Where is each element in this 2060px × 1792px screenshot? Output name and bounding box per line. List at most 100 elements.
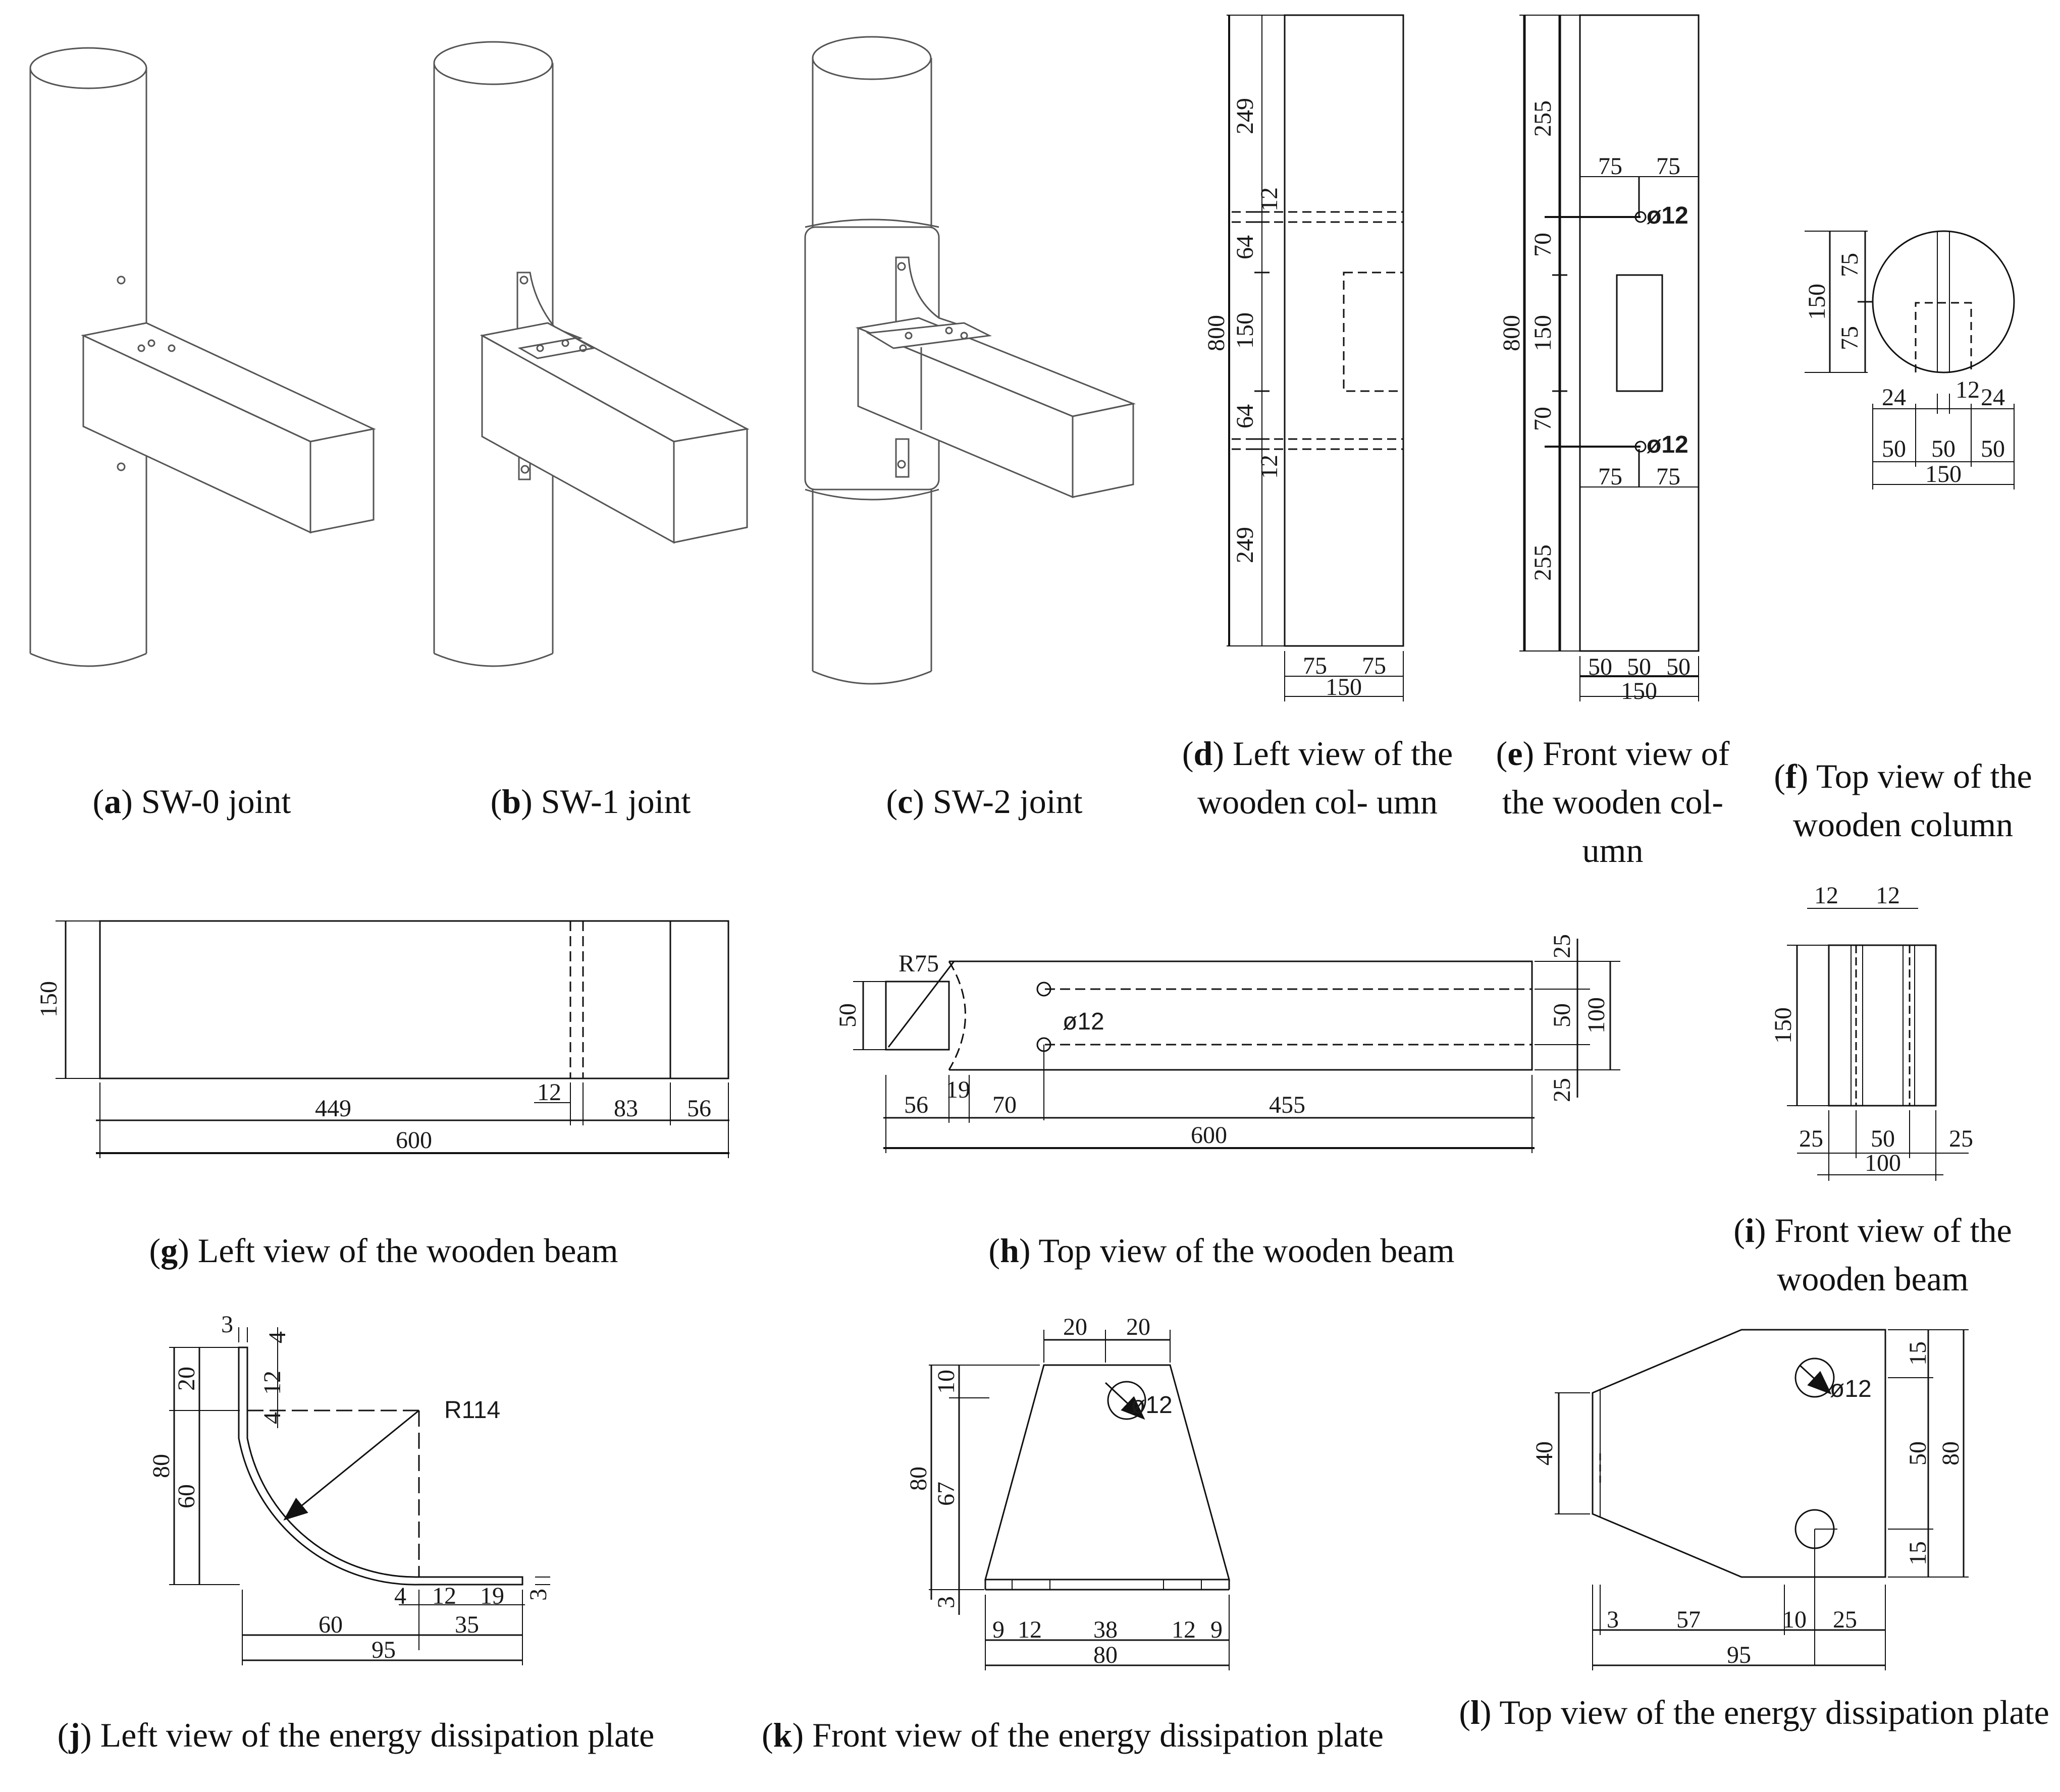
column-left-view xyxy=(1227,14,1404,701)
dim-50-a: 50 xyxy=(1588,654,1612,680)
dim-50: 50 xyxy=(1871,1125,1895,1152)
dim-9-left: 9 xyxy=(992,1616,1005,1643)
dim-19: 19 xyxy=(480,1583,504,1609)
beam-left-view xyxy=(56,920,729,1158)
dim-50: 50 xyxy=(834,1003,861,1027)
plate-front-dims: 20 20 10 ø12 80 67 3 9 12 38 12 9 80 xyxy=(905,1314,1223,1668)
dim-24-right: 24 xyxy=(1981,384,2005,411)
joint-sw1-drawing xyxy=(433,41,750,667)
dim-75-left: 75 xyxy=(1303,653,1327,679)
dim-dia-12: ø12 xyxy=(1063,1008,1104,1035)
dim-75-bottom: 75 xyxy=(1836,326,1863,350)
dim-3-right: 3 xyxy=(525,1589,552,1601)
caption-b: (b) SW-1 joint xyxy=(490,782,691,821)
dim-15-top: 15 xyxy=(1905,1341,1931,1366)
dim-150: 150 xyxy=(1232,312,1258,349)
dim-10: 10 xyxy=(1782,1606,1807,1633)
dim-9-right: 9 xyxy=(1210,1616,1223,1643)
dim-12: 12 xyxy=(1956,376,1980,403)
dim-100: 100 xyxy=(1865,1150,1901,1176)
dim-60: 60 xyxy=(173,1484,200,1508)
dim-50-mid: 50 xyxy=(1549,1003,1575,1027)
dim-4-top: 4 xyxy=(264,1331,291,1343)
dim-width-80: 80 xyxy=(1093,1642,1118,1668)
dim-50-c: 50 xyxy=(1981,436,2005,462)
caption-e: (e) Front view of the wooden col- umn xyxy=(1496,734,1738,870)
dim-600: 600 xyxy=(1191,1122,1227,1149)
caption-d: (d) Left view of the wooden col- umn xyxy=(1182,734,1462,821)
dim-50-a: 50 xyxy=(1882,436,1906,462)
dim-width-150: 150 xyxy=(1925,461,1962,487)
joint-sw0-drawing xyxy=(29,47,376,667)
beam-left-dims: 150 12 449 83 56 600 xyxy=(35,981,711,1154)
dim-150: 150 xyxy=(35,981,62,1017)
beam-front-dims: 12 12 150 25 50 25 100 xyxy=(1770,882,1973,1176)
caption-i: (i) Front view of the wooden beam xyxy=(1733,1211,2021,1298)
dim-12: 12 xyxy=(537,1079,561,1106)
dim-70-bottom: 70 xyxy=(1529,407,1556,431)
column-front-dims: 255 75 75 ø12 70 150 800 70 ø12 75 75 25… xyxy=(1498,100,1691,704)
dim-449: 449 xyxy=(315,1095,351,1122)
dim-3: 3 xyxy=(933,1596,960,1608)
dim-80: 80 xyxy=(148,1454,175,1478)
column-top-dims: 150 75 75 24 12 24 50 50 50 150 xyxy=(1804,253,2005,487)
dim-dia-12-top: ø12 xyxy=(1647,202,1688,229)
caption-h: (h) Top view of the wooden beam xyxy=(988,1231,1455,1270)
caption-a: (a) SW-0 joint xyxy=(92,782,291,821)
dim-12-vert: 12 xyxy=(259,1371,286,1395)
plate-left-view xyxy=(169,1327,550,1665)
dim-75-top: 75 xyxy=(1836,253,1863,277)
dim-40: 40 xyxy=(1531,1441,1558,1465)
plate-top-dims: ø12 15 40 50 80 15 3 57 10 25 95 xyxy=(1531,1341,1964,1668)
dim-80: 80 xyxy=(1937,1441,1964,1465)
dim-150: 150 xyxy=(1529,315,1556,351)
dim-150: 150 xyxy=(1804,284,1830,320)
dim-95: 95 xyxy=(1727,1642,1751,1668)
dim-12-top: 12 xyxy=(1256,187,1283,211)
dim-19: 19 xyxy=(946,1076,970,1103)
dim-80: 80 xyxy=(905,1467,932,1491)
dim-12-left: 12 xyxy=(1018,1616,1042,1643)
dim-64-bottom: 64 xyxy=(1232,404,1258,428)
dim-4-bottom: 4 xyxy=(394,1583,406,1609)
dim-249-top: 249 xyxy=(1232,98,1258,134)
dim-75-d: 75 xyxy=(1656,463,1680,490)
dim-95: 95 xyxy=(372,1637,396,1663)
dim-56: 56 xyxy=(687,1095,711,1122)
dim-255-bottom: 255 xyxy=(1529,545,1556,581)
radius-75: R75 xyxy=(899,950,939,977)
dim-255-top: 255 xyxy=(1529,100,1556,137)
dim-56: 56 xyxy=(904,1092,928,1118)
dim-dia-12: ø12 xyxy=(1131,1392,1173,1419)
dim-25-left: 25 xyxy=(1799,1125,1823,1152)
caption-k: (k) Front view of the energy dissipation… xyxy=(761,1716,1384,1754)
dim-60-horiz: 60 xyxy=(319,1611,343,1638)
dim-64-top: 64 xyxy=(1232,235,1258,259)
dim-24-left: 24 xyxy=(1882,384,1906,411)
beam-top-dims: R75 50 ø12 19 56 70 455 600 25 50 100 25 xyxy=(834,934,1610,1149)
column-front-view xyxy=(1519,14,1700,701)
dim-38: 38 xyxy=(1093,1616,1118,1643)
plate-left-dims: 3 4 20 12 4 R114 80 60 4 12 19 3 60 35 9… xyxy=(148,1311,552,1663)
beam-top-view xyxy=(853,939,1620,1153)
dim-50: 50 xyxy=(1905,1441,1931,1465)
dim-20-right: 20 xyxy=(1126,1314,1150,1340)
column-top-view xyxy=(1805,230,2015,490)
dim-249-bottom: 249 xyxy=(1232,527,1258,563)
dim-12-left: 12 xyxy=(1814,882,1838,909)
dim-67: 67 xyxy=(933,1482,960,1506)
dim-75-right: 75 xyxy=(1362,653,1386,679)
dim-15-bottom: 15 xyxy=(1905,1541,1931,1565)
dim-600: 600 xyxy=(396,1127,432,1154)
dim-20-left: 20 xyxy=(1063,1314,1087,1340)
dim-150: 150 xyxy=(1770,1007,1797,1044)
dim-12-horiz: 12 xyxy=(432,1583,456,1609)
dim-25-top: 25 xyxy=(1549,934,1575,958)
dim-35: 35 xyxy=(455,1611,479,1638)
caption-g: (g) Left view of the wooden beam xyxy=(149,1231,618,1270)
dim-455: 455 xyxy=(1269,1092,1305,1118)
dim-75-a: 75 xyxy=(1598,153,1622,180)
caption-c: (c) SW-2 joint xyxy=(886,782,1083,821)
dim-25: 25 xyxy=(1833,1606,1857,1633)
dim-width-150: 150 xyxy=(1326,674,1362,700)
